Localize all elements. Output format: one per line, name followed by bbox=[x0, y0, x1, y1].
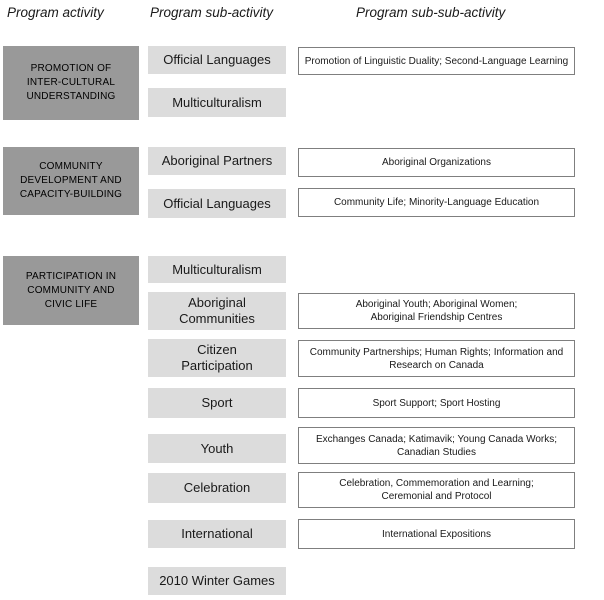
sub-sub-activity-box-community-partnerships: Community Partnerships; Human Rights; In… bbox=[298, 340, 575, 377]
sub-sub-activity-box-sport-support: Sport Support; Sport Hosting bbox=[298, 388, 575, 418]
sub-sub-activity-box-international-expositions: International Expositions bbox=[298, 519, 575, 549]
column-header-program-activity: Program activity bbox=[7, 5, 104, 20]
sub-activity-box-aboriginal-partners: Aboriginal Partners bbox=[148, 147, 286, 175]
sub-activity-box-citizen-participation: Citizen Participation bbox=[148, 339, 286, 377]
sub-activity-box-multiculturalism-1: Multiculturalism bbox=[148, 88, 286, 117]
sub-activity-box-aboriginal-communities: Aboriginal Communities bbox=[148, 292, 286, 330]
activity-box-community-development-and-capacity-building: COMMUNITY DEVELOPMENT AND CAPACITY-BUILD… bbox=[3, 147, 139, 215]
sub-sub-activity-box-celebration-commemoration: Celebration, Commemoration and Learning;… bbox=[298, 472, 575, 508]
sub-activity-box-multiculturalism-2: Multiculturalism bbox=[148, 256, 286, 283]
sub-sub-activity-box-aboriginal-organizations: Aboriginal Organizations bbox=[298, 148, 575, 177]
sub-activity-box-international: International bbox=[148, 520, 286, 548]
column-header-program-sub-activity: Program sub-activity bbox=[150, 5, 274, 20]
sub-sub-activity-box-exchanges-canada: Exchanges Canada; Katimavik; Young Canad… bbox=[298, 427, 575, 464]
sub-sub-activity-box-community-life: Community Life; Minority-Language Educat… bbox=[298, 188, 575, 217]
activity-box-promotion-of-inter-cultural-understanding: PROMOTION OF INTER-CULTURAL UNDERSTANDIN… bbox=[3, 46, 139, 120]
sub-sub-activity-box-linguistic-duality: Promotion of Linguistic Duality; Second-… bbox=[298, 47, 575, 75]
sub-activity-box-official-languages-2: Official Languages bbox=[148, 189, 286, 218]
activity-box-participation-in-community-and-civic-life: PARTICIPATION IN COMMUNITY AND CIVIC LIF… bbox=[3, 256, 139, 325]
sub-activity-box-celebration: Celebration bbox=[148, 473, 286, 503]
sub-activity-box-youth: Youth bbox=[148, 434, 286, 463]
sub-sub-activity-box-aboriginal-youth: Aboriginal Youth; Aboriginal Women; Abor… bbox=[298, 293, 575, 329]
sub-activity-box-official-languages-1: Official Languages bbox=[148, 46, 286, 74]
column-header-program-sub-sub-activity: Program sub-sub-activity bbox=[356, 5, 506, 20]
sub-activity-box-sport: Sport bbox=[148, 388, 286, 418]
sub-activity-box-2010-winter-games: 2010 Winter Games bbox=[148, 567, 286, 595]
